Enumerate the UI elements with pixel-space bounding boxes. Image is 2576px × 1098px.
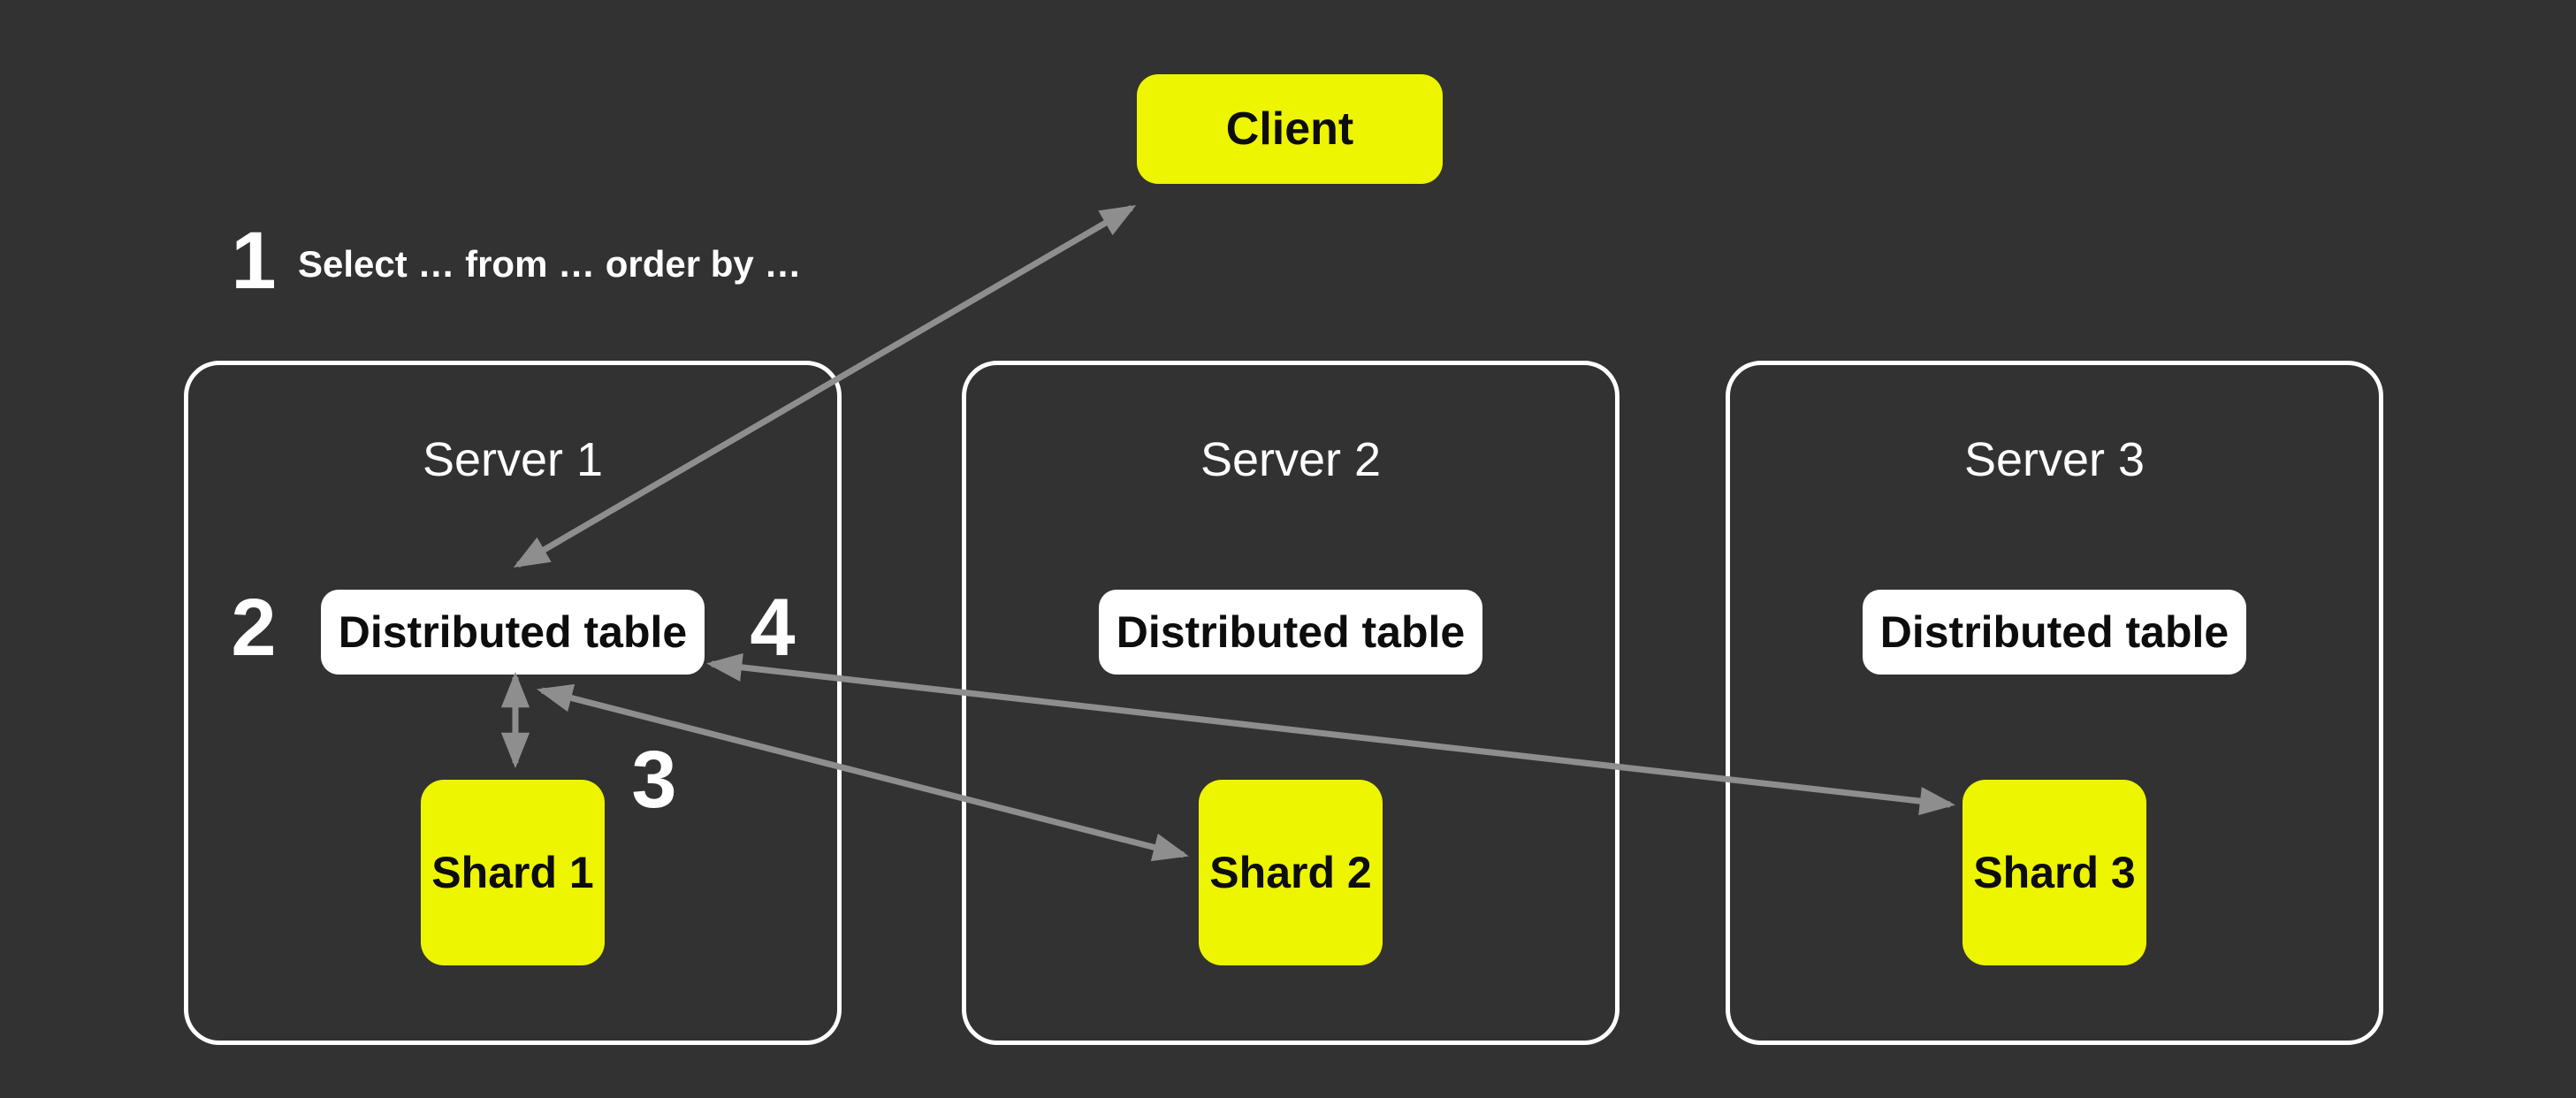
server-2-distributed-table: Distributed table [1099,590,1482,675]
server-2-distributed-table-label: Distributed table [1116,607,1466,657]
server-3-shard-label: Shard 3 [1973,848,2136,897]
server-3-title: Server 3 [1963,433,2145,486]
server-1-shard: Shard 1 [421,780,605,965]
server-1-distributed-table-label: Distributed table [338,607,688,657]
server-1-distributed-table: Distributed table [321,590,705,675]
client-box: Client [1137,74,1443,184]
server-2-title: Server 2 [1200,433,1382,486]
server-3-distributed-table-label: Distributed table [1879,607,2229,657]
client-label: Client [1225,103,1354,155]
query-annotation: Select … from … order by … [298,243,802,285]
server-3-box: Server 3 Distributed table Shard 3 [1726,361,2383,1045]
server-3-shard: Shard 3 [1962,780,2146,965]
server-1-title: Server 1 [422,433,604,486]
step-3-number: 3 [631,735,677,825]
step-2-number: 2 [231,583,277,673]
server-2-shard-label: Shard 2 [1209,848,1372,897]
server-3-distributed-table: Distributed table [1863,590,2246,675]
server-2-shard: Shard 2 [1199,780,1383,965]
server-1-shard-label: Shard 1 [431,848,594,897]
server-2-box: Server 2 Distributed table Shard 2 [962,361,1620,1045]
step-1-number: 1 [231,216,277,306]
step-4-number: 4 [750,583,796,673]
server-1-box: Server 1 Distributed table Shard 1 [184,361,842,1045]
